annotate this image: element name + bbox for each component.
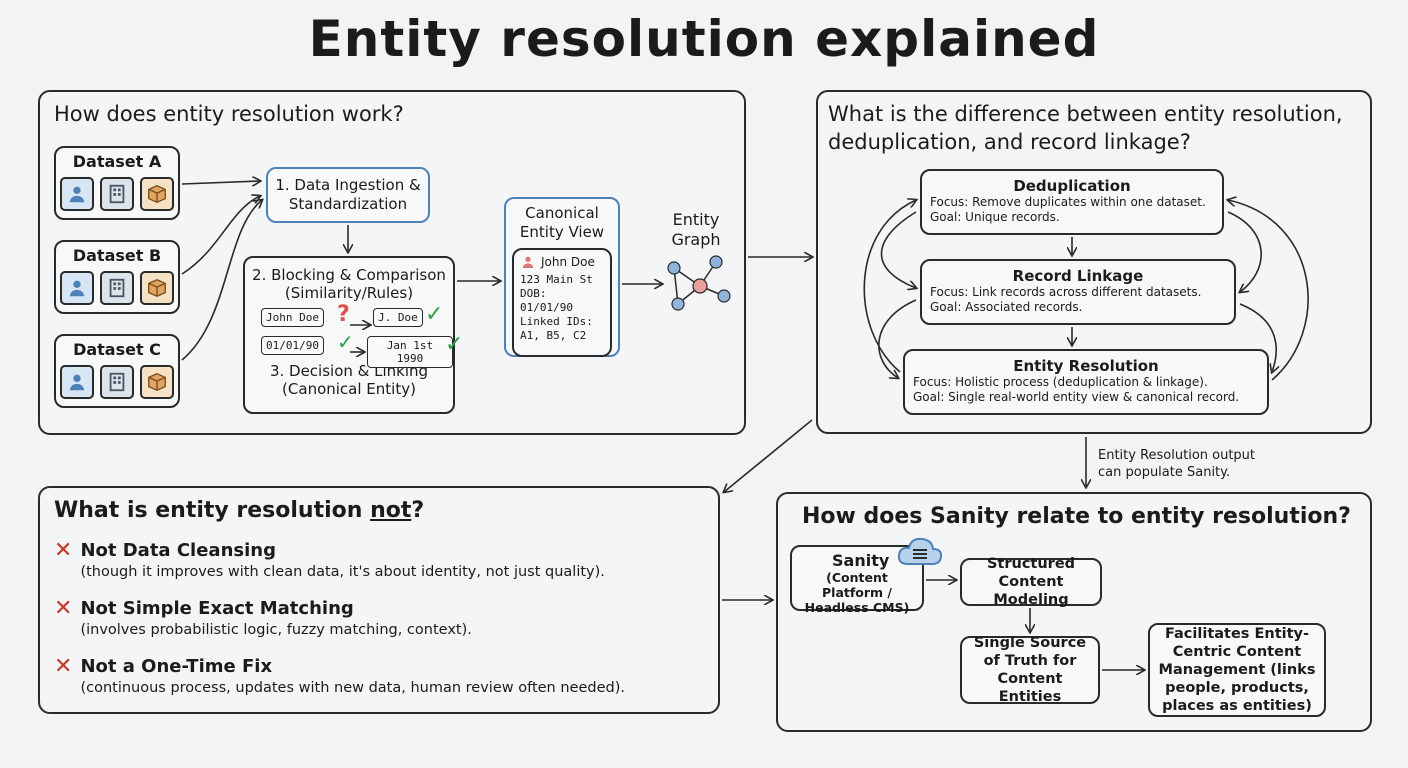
box-icon	[140, 271, 174, 305]
canonical-linked-label: Linked IDs:	[520, 315, 593, 328]
cloud-icon	[897, 537, 943, 565]
entity-graph	[667, 255, 731, 311]
sanity-heading: How does Sanity relate to entity resolut…	[802, 504, 1351, 529]
not-item-sub: (though it improves with clean data, it'…	[80, 564, 605, 580]
x-icon: ✕	[54, 596, 73, 621]
step-ingestion-label: 1. Data Ingestion & Standardization	[275, 176, 421, 213]
not-item-title: Not Data Cleansing	[80, 540, 276, 561]
not-item-exact-matching: ✕ Not Simple Exact Matching (involves pr…	[54, 596, 472, 639]
step-blocking-label: 2. Blocking & Comparison	[252, 266, 446, 284]
facilitates-label: Facilitates Entity-Centric Content Manag…	[1158, 626, 1316, 714]
not-item-cleansing: ✕ Not Data Cleansing (though it improves…	[54, 538, 605, 581]
not-heading-prefix: What is entity resolution	[54, 498, 371, 523]
connector-note: Entity Resolution output can populate Sa…	[1098, 448, 1256, 480]
building-icon	[100, 177, 134, 211]
canonical-record-card: John Doe 123 Main St DOB: 01/01/90 Linke…	[512, 248, 612, 357]
how-it-works-heading: How does entity resolution work?	[54, 102, 404, 126]
box-icon	[140, 365, 174, 399]
not-item-sub: (involves probabilistic logic, fuzzy mat…	[80, 622, 472, 638]
record-linkage-title: Record Linkage	[1012, 267, 1144, 285]
deduplication-focus: Focus: Remove duplicates within one data…	[930, 195, 1206, 209]
canonical-address: 123 Main St	[520, 273, 593, 286]
check-mark: ✓	[337, 330, 354, 354]
record-linkage-goal: Goal: Associated records.	[930, 300, 1083, 314]
person-icon	[522, 256, 534, 268]
page-title: Entity resolution explained	[308, 10, 1100, 68]
check-icon: ✓	[425, 302, 444, 327]
dataset-c: Dataset C	[54, 334, 180, 408]
record-linkage-box: Record Linkage Focus: Link records acros…	[920, 259, 1236, 325]
not-panel: What is entity resolution not? ✕ Not Dat…	[38, 486, 720, 714]
single-source-box: Single Source of Truth for Content Entit…	[960, 635, 1100, 705]
sanity-title: Sanity	[832, 551, 890, 570]
entity-resolution-goal: Goal: Single real-world entity view & ca…	[913, 390, 1240, 404]
sanity-sub: (Content Platform / Headless CMS)	[804, 570, 910, 615]
deduplication-goal: Goal: Unique records.	[930, 210, 1060, 224]
building-icon	[100, 271, 134, 305]
compare-right-date: Jan 1st 1990	[367, 336, 453, 368]
compare-left-name: John Doe	[261, 308, 324, 327]
dataset-b-label: Dataset B	[72, 246, 162, 265]
canonical-name: John Doe	[541, 255, 595, 269]
step-ingestion: 1. Data Ingestion & Standardization	[266, 167, 430, 223]
dataset-a: Dataset A	[54, 146, 180, 220]
sanity-box: Sanity (Content Platform / Headless CMS)	[790, 545, 924, 615]
box-icon	[140, 177, 174, 211]
entity-resolution-box: Entity Resolution Focus: Holistic proces…	[903, 349, 1269, 415]
dataset-c-label: Dataset C	[73, 340, 161, 359]
not-item-title: Not a One-Time Fix	[80, 656, 273, 677]
deduplication-title: Deduplication	[1013, 177, 1131, 195]
canonical-dob: DOB: 01/01/90	[520, 287, 573, 314]
not-item-title: Not Simple Exact Matching	[80, 598, 354, 619]
building-icon	[100, 365, 134, 399]
structured-content-modeling-box: Structured Content Modeling	[960, 556, 1102, 608]
canonical-title: Canonical Entity View	[519, 204, 605, 241]
canonical-entity-view: Canonical Entity View John Doe 123 Main …	[504, 197, 620, 357]
x-icon: ✕	[54, 654, 73, 679]
compare-left-date: 01/01/90	[261, 336, 324, 355]
canonical-linked-ids: A1, B5, C2	[520, 329, 587, 342]
person-icon	[60, 177, 94, 211]
person-icon	[60, 271, 94, 305]
step-decision-sub: (Canonical Entity)	[282, 380, 416, 398]
step-blocking-sub: (Similarity/Rules)	[284, 284, 414, 302]
not-item-one-time-fix: ✕ Not a One-Time Fix (continuous process…	[54, 654, 625, 697]
entity-graph-label: Entity Graph	[671, 210, 721, 249]
person-icon	[60, 365, 94, 399]
question-mark: ?	[337, 302, 350, 327]
x-icon: ✕	[54, 538, 73, 563]
deduplication-box: Deduplication Focus: Remove duplicates w…	[920, 169, 1224, 235]
not-heading-emphasis: not	[370, 498, 412, 523]
not-heading-suffix: ?	[411, 498, 425, 523]
step-blocking-decision: 2. Blocking & Comparison (Similarity/Rul…	[243, 256, 463, 414]
difference-heading: What is the difference between entity re…	[828, 102, 1343, 154]
not-item-sub: (continuous process, updates with new da…	[80, 680, 625, 696]
facilitates-box: Facilitates Entity-Centric Content Manag…	[1148, 623, 1326, 717]
dataset-a-label: Dataset A	[72, 152, 162, 171]
entity-resolution-focus: Focus: Holistic process (deduplication &…	[913, 375, 1208, 389]
single-source-label: Single Source of Truth for Content Entit…	[973, 635, 1087, 705]
dataset-b: Dataset B	[54, 240, 180, 314]
structured-content-label: Structured Content Modeling	[986, 556, 1076, 608]
record-linkage-focus: Focus: Link records across different dat…	[930, 285, 1202, 299]
check-icon: ✓	[445, 332, 464, 357]
compare-right-name: J. Doe	[373, 308, 423, 327]
not-heading: What is entity resolution not?	[54, 498, 424, 523]
entity-resolution-title: Entity Resolution	[1013, 357, 1159, 375]
